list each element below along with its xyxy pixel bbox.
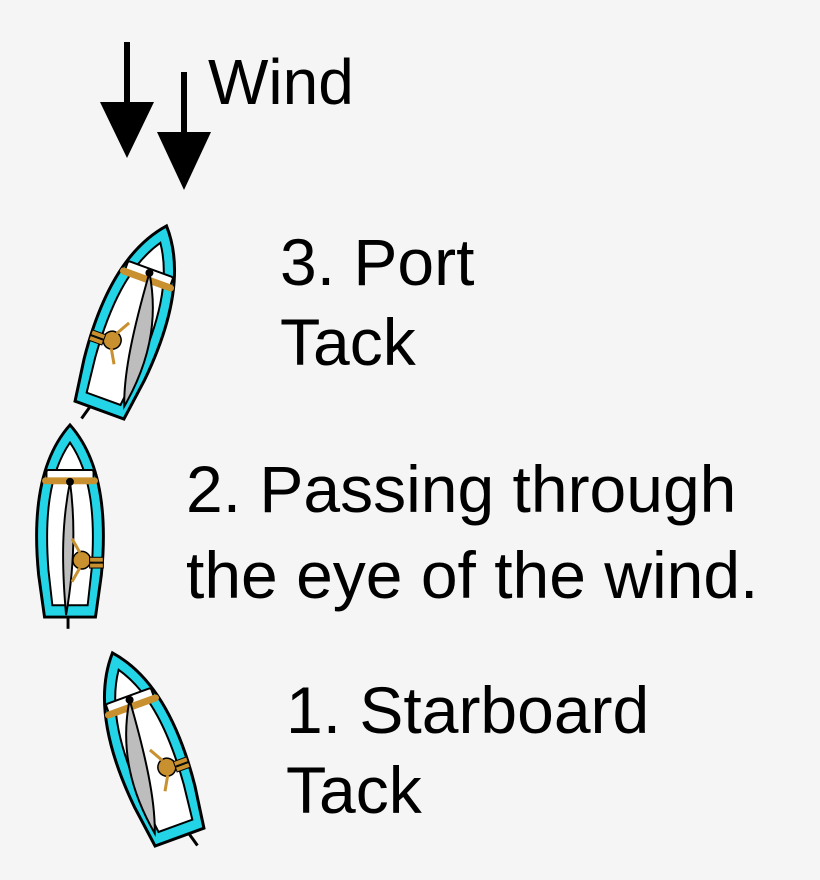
sailboat-icon <box>37 425 104 629</box>
wind-arrow-icon <box>100 42 154 158</box>
stage-3-label: 3. Port Tack <box>280 222 474 382</box>
stage-3-line-1: 3. Port <box>280 225 475 299</box>
sail-icon <box>62 481 75 616</box>
sailboat-icon <box>63 214 199 435</box>
mast-icon <box>145 268 154 277</box>
stage-1-label: 1. Starboard Tack <box>286 670 649 830</box>
sail-icon <box>125 699 156 837</box>
mast-icon <box>125 695 134 704</box>
stage-1-line-1: 1. Starboard <box>286 673 650 747</box>
sail-icon <box>123 272 154 410</box>
stage-1-line-2: Tack <box>286 753 422 827</box>
stage-2-label: 2. Passing through the eye of the wind. <box>186 446 758 618</box>
sailboat-icon <box>80 641 216 862</box>
wind-label: Wind <box>208 46 354 118</box>
stage-2-line-1: 2. Passing through <box>186 452 737 526</box>
mast-icon <box>66 477 74 486</box>
stage-3-line-2: Tack <box>280 305 416 379</box>
stage-2-line-2: the eye of the wind. <box>186 538 759 612</box>
wind-arrow-icon <box>157 72 211 190</box>
